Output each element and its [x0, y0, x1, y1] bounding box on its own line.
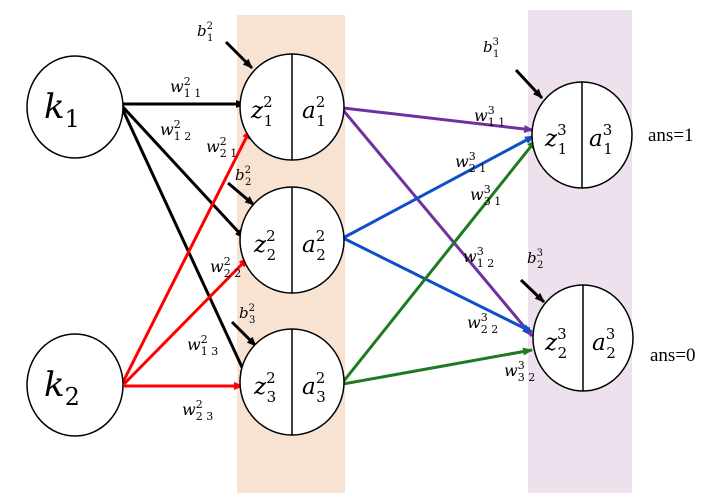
edges-k2-to-hidden: [120, 129, 252, 390]
bias-arrow-h3: [230, 320, 258, 348]
bias-arrow-o2: [519, 278, 546, 304]
edge-h2-o2: [342, 236, 533, 334]
edges-hidden-to-output: [341, 106, 538, 386]
edge-h1-o1: [342, 106, 534, 133]
svg-text:a22: a22: [302, 227, 326, 264]
edge-k2-h1: [120, 129, 252, 385]
answer-label-2: ans=0: [650, 345, 696, 366]
edge-h3-o1: [341, 139, 538, 383]
svg-text:a23: a23: [302, 369, 326, 406]
bias-arrow-o1: [514, 68, 544, 100]
edge-h3-o2: [342, 347, 533, 386]
edge-h1-o2: [341, 109, 534, 337]
svg-text:z21: z21: [250, 93, 273, 130]
edges-k1-to-hidden: [120, 100, 249, 379]
edge-k2-h2: [122, 256, 250, 386]
bias-arrow-h2: [227, 181, 255, 207]
svg-text:k1: k1: [44, 87, 80, 133]
svg-text:z32: z32: [544, 325, 567, 362]
bias-arrow-h1: [224, 40, 254, 70]
edge-h2-o1: [342, 134, 535, 240]
edge-k1-h3: [120, 107, 249, 379]
input-node-k2: k2: [26, 333, 124, 437]
answer-label-1: ans=1: [648, 125, 694, 146]
svg-text:z23: z23: [253, 369, 276, 406]
svg-text:a31: a31: [589, 121, 613, 158]
edge-k1-h2: [120, 104, 246, 240]
bias-arrows: [224, 40, 546, 348]
svg-text:z22: z22: [253, 227, 276, 264]
svg-text:a21: a21: [302, 93, 326, 130]
input-node-k1: k1: [26, 55, 124, 159]
svg-text:k2: k2: [44, 365, 80, 411]
svg-text:a32: a32: [592, 325, 616, 362]
svg-text:z31: z31: [544, 121, 567, 158]
